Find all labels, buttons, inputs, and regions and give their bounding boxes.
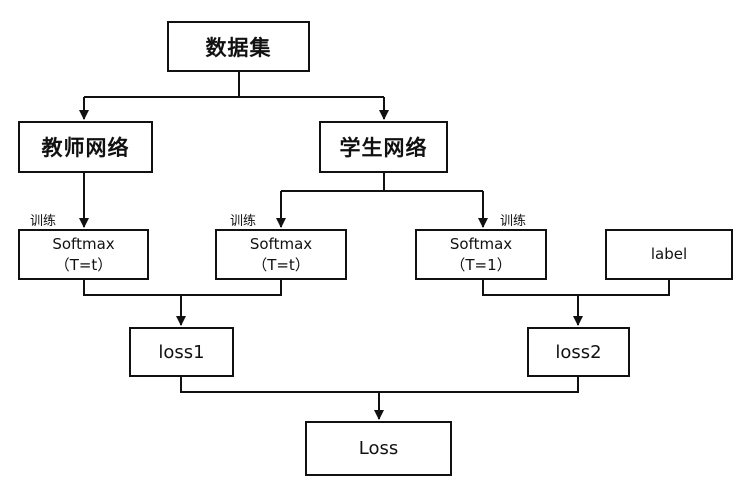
- label-node: label: [605, 229, 733, 280]
- softmax-teacher-to-loss1: [83, 279, 282, 296]
- label-node-text: label: [650, 245, 688, 264]
- softmax-teacher-line1: Softmax: [52, 235, 115, 254]
- student-network-node: 学生网络: [319, 121, 448, 173]
- teacher-network-node: 教师网络: [18, 121, 153, 173]
- train-label-teacher: 训练: [30, 214, 57, 229]
- student-network-label: 学生网络: [339, 136, 428, 160]
- softmax-student-t-node: Softmax （T=t）: [215, 229, 347, 280]
- loss1-node: loss1: [129, 327, 234, 377]
- softmax-student-1-line1: Softmax: [449, 235, 513, 254]
- softmax-student-t-line2: （T=t）: [252, 255, 310, 274]
- dataset-node: 数据集: [167, 21, 310, 72]
- loss2-node: loss2: [527, 327, 630, 377]
- softmax-1-label-to-loss2: [482, 279, 670, 296]
- losses-join-line: [180, 376, 579, 393]
- train-label-student-1: 训练: [500, 214, 527, 229]
- loss2-label: loss2: [555, 341, 602, 363]
- softmax-student-t-line1: Softmax: [249, 235, 313, 254]
- train-label-student-t: 训练: [230, 214, 257, 229]
- softmax-teacher-node: Softmax （T=t）: [18, 229, 149, 280]
- softmax-teacher-line2: （T=t）: [54, 255, 113, 274]
- softmax-student-1-line2: （T=1）: [450, 255, 512, 274]
- softmax-student-1-node: Softmax （T=1）: [415, 229, 547, 280]
- loss1-label: loss1: [158, 341, 205, 363]
- total-loss-node: Loss: [305, 421, 452, 476]
- teacher-network-label: 教师网络: [41, 136, 130, 160]
- total-loss-label: Loss: [358, 438, 399, 459]
- dataset-label: 数据集: [205, 35, 272, 60]
